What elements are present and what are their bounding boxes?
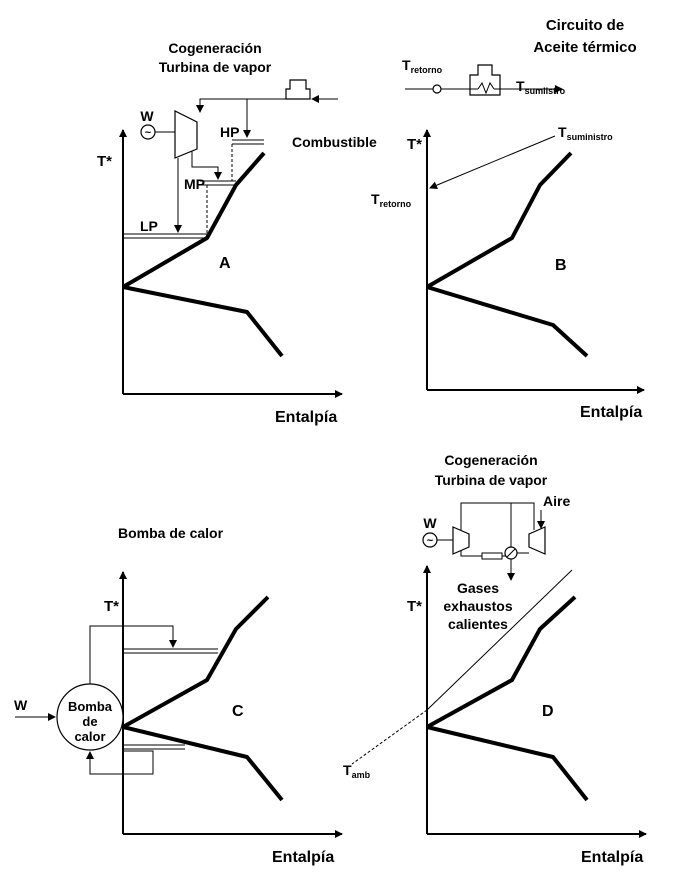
panel-c-hot-composite-curve [122,595,270,729]
panel-b-t-return-top: Tretorno [402,57,443,75]
panel-c-x-label: Entalpía [272,849,334,866]
panel-c-pump-line3: calor [74,729,105,744]
panel-a-lp-label: LP [140,218,158,234]
panel-d-hrsg-mark [506,548,516,558]
panel-d-cold-composite-curve [426,725,589,802]
panel-b-cold-composite-curve [426,285,589,358]
panel-b-x-label: Entalpía [580,404,642,421]
panel-d-y-label: T* [407,598,422,615]
panel-b-t-supply-top: Tsumiistro [516,78,566,96]
panel-a-generator-symbol: ~ [145,127,152,139]
panel-a-letter: A [219,255,231,272]
panel-d-exhaust-line [426,569,573,711]
panel-c: Bomba de calor W Bomba de calor T* Ental… [14,525,343,866]
panel-d-letter: D [542,703,554,720]
panel-a-cold-composite-curve [122,285,284,358]
panel-a-hp-label: HP [220,124,239,140]
panel-c-recovery-line [86,750,154,775]
panel-d-w-label: W [423,515,437,531]
panel-d-combustor-icon [481,552,503,560]
panel-a-x-label: Entalpía [275,409,337,426]
panel-a-turbine-extraction-mp [191,151,222,180]
panel-c-title: Bomba de calor [118,525,224,541]
panel-b-oil-circuit-line [429,135,556,190]
panel-b-title-line1: Circuito de [546,17,624,34]
panel-d-air-label: Aire [543,493,570,509]
panel-c-w-label: W [14,697,28,713]
panel-d-title-line2: Turbina de vapor [435,472,548,488]
panel-a-fuel-label: Combustible [292,134,377,150]
panel-a-w-label: W [140,108,154,124]
panel-b: Circuito de Aceite térmico Tretorno Tsum… [371,17,645,421]
panel-b-pump-icon [432,84,442,94]
panel-d-exhaust-line-extension [351,709,428,765]
panel-a-turbine-icon [174,110,198,159]
panel-b-hot-composite-curve [426,151,573,289]
panel-a-hot-composite-curve [121,151,266,289]
panel-a-mp-label: MP [184,176,205,192]
panel-d-turbine-icon [452,526,470,555]
panel-d-compressor-icon [528,526,546,555]
panel-c-pump-line2: de [82,714,97,729]
panel-d-x-label: Entalpía [581,849,643,866]
panel-a: ~ W Combustible Cogeneración Turbina de … [97,40,377,426]
panel-d-top-duct [460,502,535,530]
panel-d-lower-duct [460,551,482,557]
panel-b-title-line2: Aceite térmico [533,39,636,56]
panel-d-generator-symbol: ~ [427,535,434,547]
panel-d-gases-line1: Gases [457,580,499,596]
panel-c-delivery-line [89,625,177,684]
panel-a-y-label: T* [97,153,112,170]
panel-d-t-amb: Tamb [343,762,371,780]
panel-c-y-label: T* [104,598,119,615]
panel-c-pump-line1: Bomba [68,699,113,714]
panel-a-boiler-icon [285,79,311,100]
panel-d-gases-line3: calientes [448,616,508,632]
panel-b-t-supply-right: Tsuministro [558,124,613,142]
panel-a-title-line2: Turbina de vapor [159,59,272,75]
panel-d-hot-composite-curve [426,595,577,729]
panel-c-letter: C [232,703,244,720]
panel-b-coil-icon [477,81,495,95]
panel-a-title-line1: Cogeneración [168,40,261,56]
panel-a-steam-to-turbine [196,98,286,113]
panel-c-cold-composite-curve [122,725,284,802]
panel-b-y-label: T* [407,136,422,153]
panel-d-title-line1: Cogeneración [444,452,537,468]
panel-d: ~ Cogeneración Turbina de vapor W Aire G… [343,452,647,866]
panel-b-t-return-left: Tretorno [371,191,412,209]
panel-b-letter: B [555,257,567,274]
panel-d-gases-line2: exhaustos [443,598,512,614]
